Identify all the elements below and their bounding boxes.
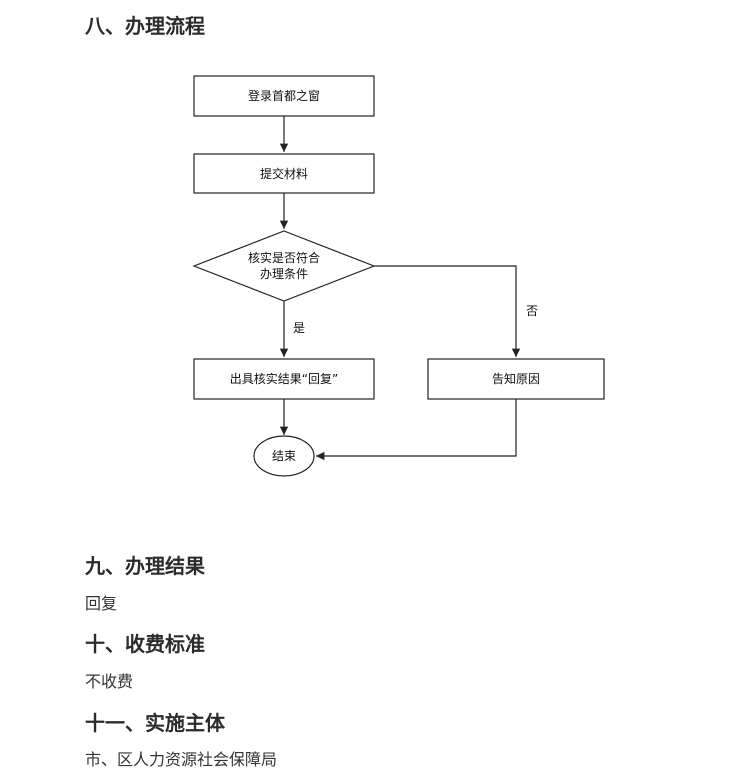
section-heading-process: 八、办理流程 [85, 14, 205, 38]
flow-node-decision: 核实是否符合 办理条件 [192, 230, 376, 302]
section-text-result: 回复 [85, 594, 118, 613]
section-text-subject: 市、区人力资源社会保障局 [85, 750, 278, 769]
section-heading-subject: 十一、实施主体 [85, 711, 225, 735]
flow-node-end-label: 结束 [272, 449, 296, 463]
flow-node-notify-reason: 告知原因 [427, 358, 605, 400]
section-heading-fee: 十、收费标准 [85, 632, 205, 656]
flow-label-yes: 是 [293, 321, 305, 335]
flow-node-login-label: 登录首都之窗 [248, 88, 320, 103]
flow-node-login: 登录首都之窗 [193, 75, 375, 117]
flow-arrow-decision-no [374, 265, 521, 357]
flow-node-issue-result-label: 出具核实结果“回复” [230, 371, 338, 386]
flow-node-submit: 提交材料 [193, 153, 375, 194]
section-heading-result: 九、办理结果 [85, 554, 205, 578]
section-text-fee: 不收费 [85, 672, 134, 691]
flow-node-end: 结束 [253, 435, 315, 477]
flow-arrow-notify-to-end [316, 399, 517, 461]
flow-node-notify-reason-label: 告知原因 [492, 372, 540, 386]
flow-node-submit-label: 提交材料 [260, 166, 308, 181]
flow-node-issue-result: 出具核实结果“回复” [193, 358, 375, 400]
flow-node-decision-label-line1: 核实是否符合 [248, 250, 320, 265]
flow-node-decision-label-line2: 办理条件 [260, 266, 308, 281]
flow-label-no: 否 [526, 304, 538, 318]
process-flowchart: 登录首都之窗 提交材料 核实是否符合 办理条件 是 否 出具核实结果“回复” 告… [192, 75, 605, 477]
